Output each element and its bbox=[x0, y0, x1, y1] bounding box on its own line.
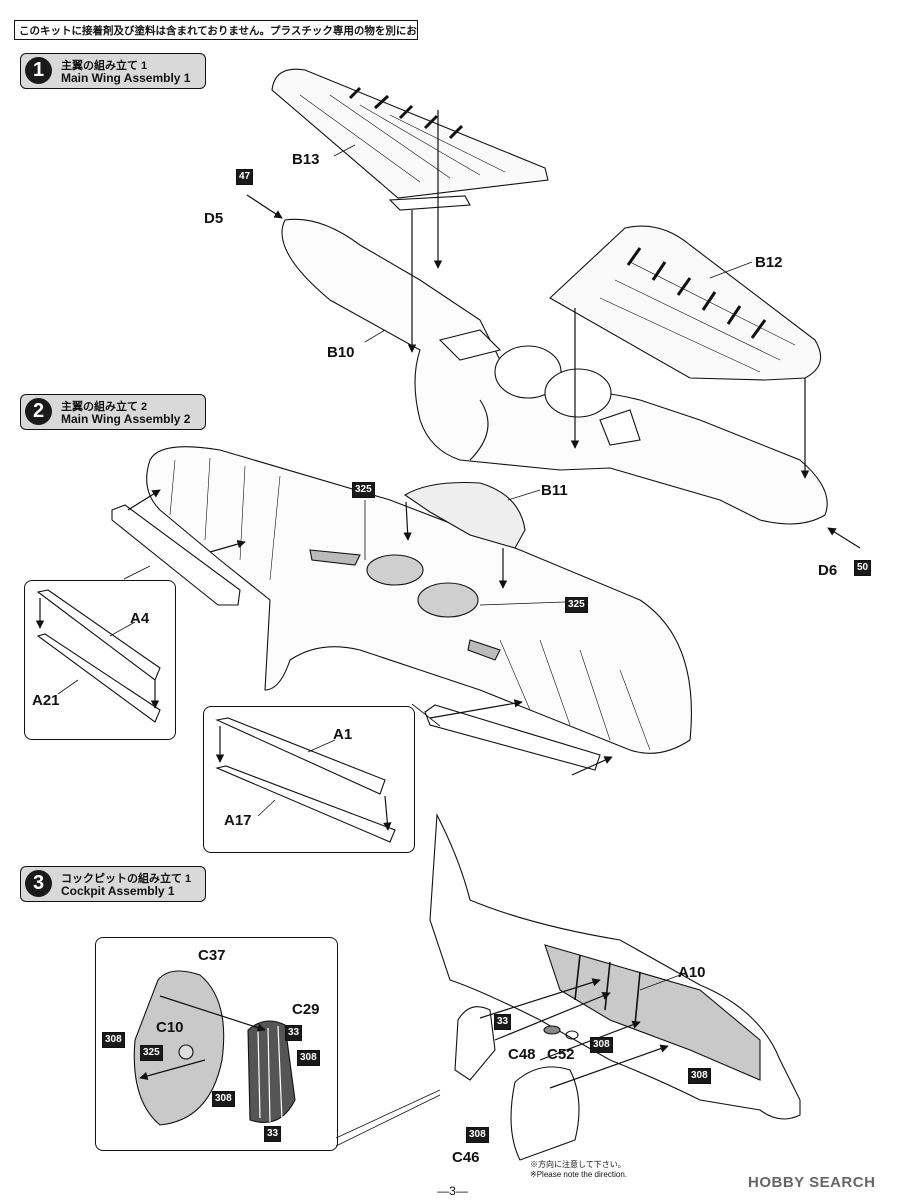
part-a4-label: A4 bbox=[130, 610, 150, 627]
step-1-header: 1 主翼の組み立て 1 Main Wing Assembly 1 bbox=[20, 53, 206, 89]
direction-note-en: ※Please note the direction. bbox=[530, 1170, 627, 1179]
wing-b13-drawing bbox=[271, 68, 549, 211]
color-code-33-b: 33 bbox=[264, 1126, 282, 1142]
part-c10-label: C10 bbox=[156, 1019, 184, 1036]
color-code-33-c: 33 bbox=[494, 1014, 512, 1030]
part-b12-label: B12 bbox=[755, 254, 783, 271]
step-1-title-en: Main Wing Assembly 1 bbox=[61, 71, 191, 85]
step-2-title-en: Main Wing Assembly 2 bbox=[61, 412, 191, 426]
color-code-308-c: 308 bbox=[212, 1091, 235, 1107]
color-code-47: 47 bbox=[236, 169, 254, 185]
part-b11-label: B11 bbox=[541, 482, 568, 499]
color-code-325-right: 325 bbox=[565, 597, 588, 613]
part-c52-label: C52 bbox=[547, 1046, 575, 1063]
part-a1-label: A1 bbox=[333, 726, 353, 743]
color-code-308-a: 308 bbox=[102, 1032, 125, 1048]
watermark-logo: HOBBY SEARCH bbox=[748, 1174, 876, 1191]
page-number: —3— bbox=[437, 1184, 468, 1198]
step-1-number: 1 bbox=[25, 57, 52, 84]
part-a10-label: A10 bbox=[678, 964, 706, 981]
part-b10-label: B10 bbox=[327, 344, 355, 361]
part-d6-label: D6 bbox=[818, 562, 838, 579]
color-code-308-e: 308 bbox=[688, 1068, 711, 1084]
color-code-308-b: 308 bbox=[297, 1050, 320, 1066]
step-2-title-jp: 主翼の組み立て 2 bbox=[61, 401, 148, 413]
wing-b10-drawing bbox=[281, 218, 828, 525]
fuselage-half-drawing bbox=[133, 812, 801, 1161]
step-3-title-jp: コックピットの組み立て 1 bbox=[61, 873, 192, 885]
part-c48-label: C48 bbox=[508, 1046, 536, 1063]
color-code-325-top: 325 bbox=[352, 482, 375, 498]
step-3-title-en: Cockpit Assembly 1 bbox=[61, 884, 175, 898]
color-code-308-f: 308 bbox=[466, 1127, 489, 1143]
wing-b12-drawing bbox=[549, 225, 822, 381]
color-code-50: 50 bbox=[854, 560, 872, 576]
adhesive-notice: このキットに接着剤及び塗料は含まれておりません。プラスチック専用の物を別にお求め… bbox=[14, 20, 418, 40]
part-c29-label: C29 bbox=[292, 1001, 320, 1018]
part-a21-label: A21 bbox=[32, 692, 60, 709]
step-3-number: 3 bbox=[25, 870, 52, 897]
part-d5-label: D5 bbox=[204, 210, 224, 227]
wing-assembly-drawing bbox=[36, 446, 692, 843]
part-b13-label: B13 bbox=[292, 151, 320, 168]
part-c37-label: C37 bbox=[198, 947, 226, 964]
color-code-33-a: 33 bbox=[285, 1025, 303, 1041]
direction-note-jp: ※方向に注意して下さい。 bbox=[530, 1160, 626, 1169]
step-2-header: 2 主翼の組み立て 2 Main Wing Assembly 2 bbox=[20, 394, 206, 430]
step-3-header: 3 コックピットの組み立て 1 Cockpit Assembly 1 bbox=[20, 866, 206, 902]
part-c46-label: C46 bbox=[452, 1149, 480, 1166]
color-code-325-cockpit: 325 bbox=[140, 1045, 163, 1061]
part-a17-label: A17 bbox=[224, 812, 252, 829]
step-2-number: 2 bbox=[25, 398, 52, 425]
step-1-title-jp: 主翼の組み立て 1 bbox=[61, 60, 148, 72]
color-code-308-d: 308 bbox=[590, 1037, 613, 1053]
